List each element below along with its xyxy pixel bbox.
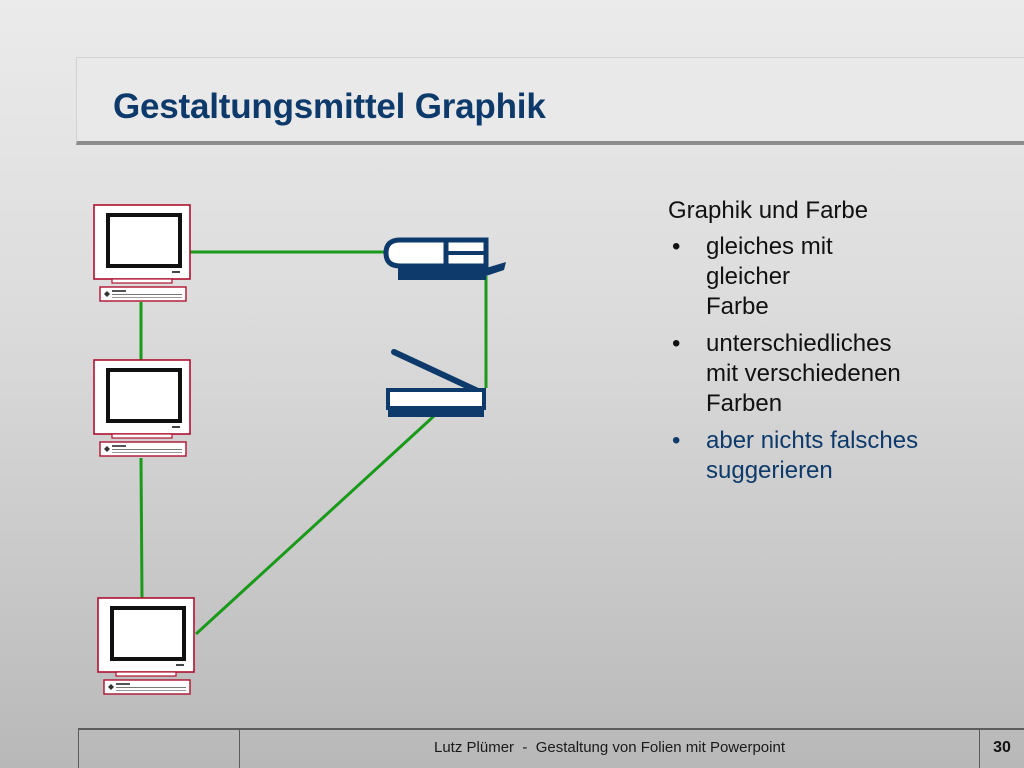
footer-left-cell: [79, 730, 240, 768]
network-links: [139, 250, 488, 636]
bullet-marker: •: [672, 330, 681, 357]
body-heading: Graphik und Farbe: [668, 197, 869, 224]
link-computer2-computer3: [139, 457, 144, 599]
footer-text: Lutz Plümer - Gestaltung von Folien mit …: [240, 730, 980, 768]
link-computer3-scanner: [194, 414, 436, 636]
scanner-icon: [386, 349, 486, 417]
computer-icon: [93, 204, 191, 302]
bullet-item-highlight: • aber nichts falsches suggerieren: [668, 426, 988, 486]
bullet-text: gleiches mit gleicher Farbe: [706, 233, 833, 320]
computer-icon: [93, 359, 191, 457]
computer-icon: [97, 597, 195, 695]
title-bar: Gestaltungsmittel Graphik: [76, 57, 1024, 145]
slide-body: Graphik und Farbe • gleiches mit gleiche…: [668, 196, 988, 493]
printer-icon: [383, 237, 506, 280]
bullet-text: aber nichts falsches suggerieren: [706, 427, 919, 484]
bullet-item: • unterschiedliches mit verschiedenen Fa…: [668, 329, 988, 419]
bullet-item: • gleiches mit gleicher Farbe: [668, 232, 988, 322]
page-number: 30: [993, 739, 1011, 756]
slide-footer: Lutz Plümer - Gestaltung von Folien mit …: [78, 728, 1024, 768]
bullet-marker: •: [672, 233, 681, 260]
bullet-text: unterschiedliches mit verschiedenen Farb…: [706, 330, 901, 417]
slide-title: Gestaltungsmittel Graphik: [113, 87, 546, 126]
bullet-marker: •: [672, 427, 681, 454]
